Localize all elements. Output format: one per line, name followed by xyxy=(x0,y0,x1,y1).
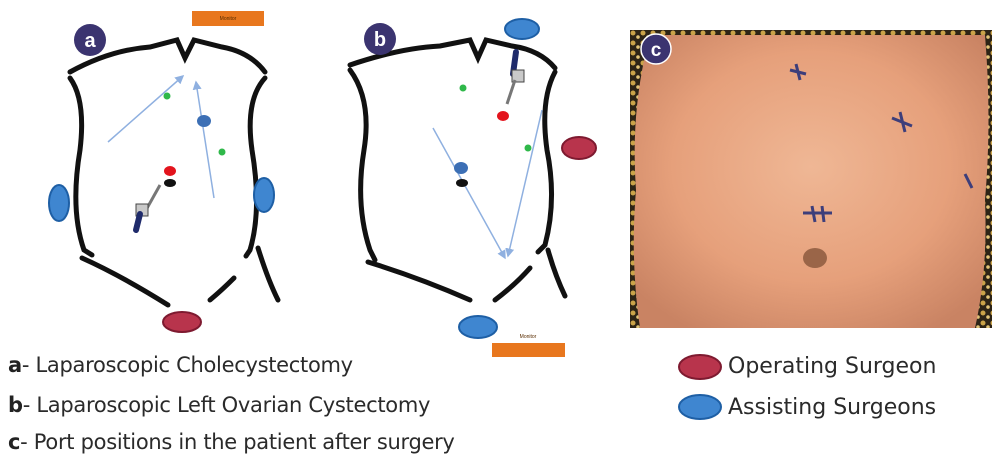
caption-a: a- Laparoscopic Cholecystectomy xyxy=(8,353,353,377)
port-black-a xyxy=(164,179,176,187)
torso-groin-b xyxy=(495,268,530,300)
torso-left-hip-a xyxy=(82,258,168,305)
caption-c: c- Port positions in the patient after s… xyxy=(8,430,455,454)
port-blue-b xyxy=(454,162,468,174)
monitor-a-label: Monitor xyxy=(220,16,237,22)
caption-a-letter: a xyxy=(8,353,22,377)
panel-label-a: a xyxy=(84,30,96,52)
operating-surgeon-b xyxy=(562,137,596,159)
assisting-surgeon-b-top xyxy=(505,19,539,39)
arrow-b-2 xyxy=(508,110,542,256)
umbilicus xyxy=(803,248,827,268)
arrow-a-1 xyxy=(108,76,183,142)
arrow-a-2 xyxy=(196,82,214,198)
caption-b-letter: b xyxy=(8,393,23,417)
torso-right-hip-a xyxy=(258,248,278,300)
port-blue-a xyxy=(197,115,211,127)
arrow-b-1 xyxy=(433,128,505,258)
port-green-b-2 xyxy=(525,145,532,152)
panel-a: a Monitor xyxy=(49,11,278,332)
legend-operating-icon xyxy=(679,355,721,379)
port-green-b-1 xyxy=(460,85,467,92)
torso-left-side-b xyxy=(350,70,375,260)
panel-b: b Monitor xyxy=(350,19,596,357)
assisting-surgeon-a-left xyxy=(49,185,69,221)
laparoscope-a xyxy=(136,185,160,230)
port-green-a-1 xyxy=(164,93,171,100)
operating-surgeon-a xyxy=(163,312,201,332)
torso-left-hip-b xyxy=(368,262,470,300)
patient-abdomen xyxy=(634,35,989,328)
legend-operating-label: Operating Surgeon xyxy=(728,354,936,379)
monitor-b-label: Monitor xyxy=(520,334,537,340)
torso-left-side-a xyxy=(70,78,92,255)
panel-label-b: b xyxy=(374,29,386,51)
port-black-b xyxy=(456,179,468,187)
caption-b-text: - Laparoscopic Left Ovarian Cystectomy xyxy=(23,393,430,417)
legend-assisting-icon xyxy=(679,395,721,419)
port-red-b xyxy=(497,111,509,121)
laparoscope-b xyxy=(507,52,524,104)
caption-b: b- Laparoscopic Left Ovarian Cystectomy xyxy=(8,393,430,417)
legend-assisting-label: Assisting Surgeons xyxy=(728,395,936,420)
torso-right-side-b xyxy=(538,72,555,252)
assisting-surgeon-b-bottom xyxy=(459,316,497,338)
caption-a-text: - Laparoscopic Cholecystectomy xyxy=(22,353,353,377)
caption-c-letter: c xyxy=(8,430,20,454)
port-red-a xyxy=(164,166,176,176)
monitor-b xyxy=(492,343,565,357)
panel-label-c: c xyxy=(651,40,662,61)
torso-groin-a xyxy=(210,278,234,300)
torso-right-side-a xyxy=(246,78,265,256)
caption-c-text: - Port positions in the patient after su… xyxy=(20,430,454,454)
assisting-surgeon-a-right xyxy=(254,178,274,212)
torso-right-hip-b xyxy=(548,250,565,296)
port-green-a-2 xyxy=(219,149,226,156)
panel-c: c xyxy=(630,30,992,328)
